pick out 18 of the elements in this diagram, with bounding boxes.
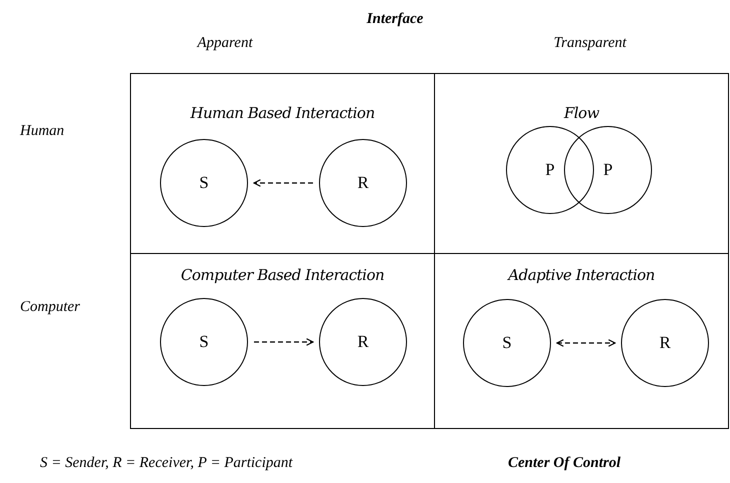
axis-label: Interface xyxy=(366,10,424,29)
dashed-arrow xyxy=(254,338,314,346)
cell-heading: Flow xyxy=(562,103,600,124)
axis-label: Apparent xyxy=(196,34,254,53)
axis-label: Transparent xyxy=(552,34,628,53)
axis-label: Human xyxy=(20,122,64,141)
dashed-arrow xyxy=(556,339,616,347)
axis-label: S = Sender, R = Receiver, P = Participant xyxy=(40,454,293,473)
axis-label: Center Of Control xyxy=(508,454,621,473)
quadrant-cell xyxy=(434,73,729,254)
quadrant-cell xyxy=(130,253,435,429)
axis-label: Computer xyxy=(20,298,80,317)
dashed-arrow xyxy=(253,179,313,187)
cell-heading: Human Based Interaction xyxy=(189,103,376,124)
cell-heading: Computer Based Interaction xyxy=(180,265,386,286)
cell-heading: Adaptive Interaction xyxy=(506,265,656,286)
quadrant-cell xyxy=(130,73,435,254)
quadrant-cell xyxy=(434,253,729,429)
